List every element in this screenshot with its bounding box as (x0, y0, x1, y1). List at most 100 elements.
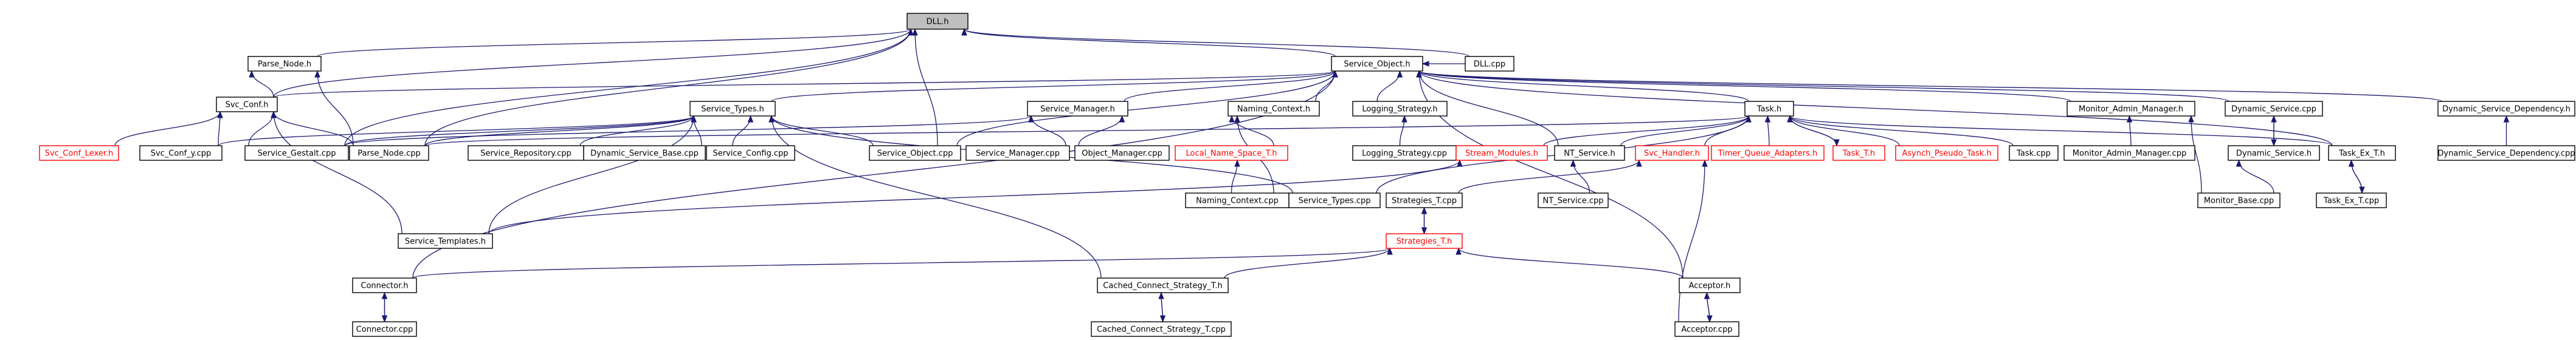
node-service-templates-h[interactable]: Service_Templates.h (398, 233, 493, 249)
node-label: Service_Manager.h (1040, 105, 1115, 114)
edge-arrowhead (1159, 315, 1166, 323)
node-box (1679, 277, 1741, 293)
edge-task-h-to-task-cpp (1787, 115, 2014, 146)
node-object-manager-cpp[interactable]: Object_Manager.cpp (1074, 145, 1170, 161)
node-naming-context-h[interactable]: Naming_Context.h (1228, 101, 1320, 117)
edge-arrowhead (1421, 61, 1429, 67)
edge-service-object-h-to-logging-strategy-h (1376, 70, 1403, 102)
edge-stream-modules-h-to-service-templates-h (488, 159, 1463, 234)
node-service-manager-cpp[interactable]: Service_Manager.cpp (965, 145, 1070, 161)
node-service-repository[interactable]: Service_Repository.cpp (468, 145, 584, 161)
edge-arrowhead (1636, 159, 1642, 167)
node-task-h[interactable]: Task.h (1744, 101, 1794, 117)
node-svc-conf-lexer[interactable]: Svc_Conf_Lexer.h (39, 145, 119, 161)
node-asynch-pseudo-task[interactable]: Asynch_Pseudo_Task.h (1895, 145, 1998, 161)
edge-line (344, 115, 694, 146)
edge-local-name-space-t-to-naming-context-cpp (1231, 159, 1240, 194)
node-box (906, 13, 969, 30)
edge-arrowhead (908, 28, 914, 36)
node-svc-conf-h[interactable]: Svc_Conf.h (216, 97, 278, 112)
node-service-manager-h[interactable]: Service_Manager.h (1027, 101, 1128, 117)
node-local-name-space-t[interactable]: Local_Name_Space_T.h (1175, 145, 1288, 161)
node-connector-h[interactable]: Connector.h (352, 277, 417, 293)
edge-arrowhead (2236, 159, 2242, 167)
node-stream-modules-h[interactable]: Stream_Modules.h (1455, 145, 1548, 161)
node-task-ex-t-h[interactable]: Task_Ex_T.h (2328, 145, 2396, 161)
edge-arrowhead (912, 28, 918, 36)
node-task-cpp[interactable]: Task.cpp (2009, 145, 2059, 161)
node-nt-service-h[interactable]: NT_Service.h (1554, 145, 1625, 161)
node-service-types-h[interactable]: Service_Types.h (689, 101, 776, 117)
node-acceptor-cpp[interactable]: Acceptor.cpp (1674, 321, 1739, 337)
edge-line (579, 115, 694, 146)
node-connector-cpp[interactable]: Connector.cpp (352, 321, 417, 337)
node-box (1352, 101, 1448, 117)
edge-arrowhead (1119, 115, 1125, 123)
edge-arrowhead (1028, 115, 1034, 123)
node-dynamic-service-cpp[interactable]: Dynamic_Service.cpp (2225, 101, 2323, 117)
node-box (468, 145, 584, 161)
node-dynamic-service-dependency-cpp[interactable]: Dynamic_Service_Dependency.cpp (2437, 145, 2575, 161)
node-service-types-cpp[interactable]: Service_Types.cpp (1288, 192, 1381, 208)
node-label: Strategies_T.cpp (1392, 197, 1457, 206)
node-monitor-base-cpp[interactable]: Monitor_Base.cpp (2197, 192, 2281, 208)
edge-line (1418, 70, 2071, 102)
node-strategies-t-cpp[interactable]: Strategies_T.cpp (1386, 192, 1463, 208)
edge-service-types-h-to-service-templates-h (488, 115, 697, 234)
node-logging-strategy-h[interactable]: Logging_Strategy.h (1352, 101, 1448, 117)
node-box (1228, 101, 1320, 117)
edge-line (1224, 248, 1390, 279)
edge-dynamic-service-dependency-h-to-dynamic-service-dependency-cpp (2503, 115, 2510, 146)
edge-arrowhead (2188, 115, 2194, 123)
node-label: Logging_Strategy.cpp (1362, 149, 1447, 158)
node-monitor-admin-manager-h[interactable]: Monitor_Admin_Manager.h (2067, 101, 2195, 117)
node-label: Stream_Modules.h (1465, 149, 1538, 158)
node-logging-strategy-cpp[interactable]: Logging_Strategy.cpp (1352, 145, 1457, 161)
node-svc-handler-h[interactable]: Svc_Handler.h (1635, 145, 1709, 161)
node-dll-h[interactable]: DLL.h (906, 13, 969, 30)
edge-service-object-h-to-task-h (1416, 70, 1749, 102)
node-timer-queue-adapters[interactable]: Timer_Queue_Adapters.h (1711, 145, 1825, 161)
edge-task-h-to-stream-modules-h (1543, 115, 1752, 146)
node-dynamic-service-dependency-h[interactable]: Dynamic_Service_Dependency.h (2437, 101, 2575, 117)
node-label: Task_T.h (1842, 149, 1875, 158)
node-label: Cached_Connect_Strategy_T.cpp (1097, 325, 1226, 335)
node-svc-conf-y[interactable]: Svc_Conf_y.cpp (139, 145, 223, 161)
edge-service-types-h-to-service-config (732, 115, 754, 146)
node-cached-connect-strategy-t-h[interactable]: Cached_Connect_Strategy_T.h (1097, 277, 1229, 293)
edge-line (218, 115, 694, 146)
edge-arrowhead (1397, 70, 1403, 78)
node-parse-node-cpp[interactable]: Parse_Node.cpp (349, 145, 429, 161)
node-nt-service-cpp[interactable]: NT_Service.cpp (1538, 192, 1609, 208)
node-acceptor-h[interactable]: Acceptor.h (1679, 277, 1741, 293)
node-dynamic-service-h[interactable]: Dynamic_Service.h (2228, 145, 2320, 161)
edge-logging-strategy-h-to-logging-strategy-cpp (1399, 115, 1407, 146)
node-service-config[interactable]: Service_Config.cpp (706, 145, 795, 161)
node-box (1554, 145, 1625, 161)
node-dll-cpp[interactable]: DLL.cpp (1465, 56, 1514, 72)
node-box (352, 321, 417, 337)
node-strategies-t-h[interactable]: Strategies_T.h (1386, 233, 1463, 249)
edge-service-manager-h-to-service-gestalt (344, 115, 1034, 146)
node-cached-connect-strategy-t-cpp[interactable]: Cached_Connect_Strategy_T.cpp (1091, 321, 1232, 337)
edge-arrowhead (381, 315, 388, 323)
edge-line (412, 70, 1336, 279)
edge-parse-node-h-to-svc-conf-h (249, 70, 274, 98)
node-service-object-h[interactable]: Service_Object.h (1331, 56, 1423, 72)
edge-monitor-admin-manager-h-to-monitor-base-cpp (2188, 115, 2202, 194)
node-task-t-h[interactable]: Task_T.h (1832, 145, 1885, 161)
node-dynamic-service-base[interactable]: Dynamic_Service_Base.cpp (583, 145, 706, 161)
node-parse-node-h[interactable]: Parse_Node.h (247, 56, 322, 72)
node-box (352, 277, 417, 293)
node-box (869, 145, 961, 161)
node-task-ex-t-cpp[interactable]: Task_Ex_T.cpp (2316, 192, 2387, 208)
edge-arrowhead (1457, 159, 1463, 167)
node-service-object-cpp[interactable]: Service_Object.cpp (869, 145, 961, 161)
node-service-gestalt[interactable]: Service_Gestalt.cpp (244, 145, 349, 161)
edge-line (732, 115, 751, 146)
node-naming-context-cpp[interactable]: Naming_Context.cpp (1185, 192, 1290, 208)
edge-line (1124, 70, 1336, 102)
node-monitor-admin-manager-cpp[interactable]: Monitor_Admin_Manager.cpp (2063, 145, 2195, 161)
node-label: Svc_Conf.h (226, 101, 269, 110)
